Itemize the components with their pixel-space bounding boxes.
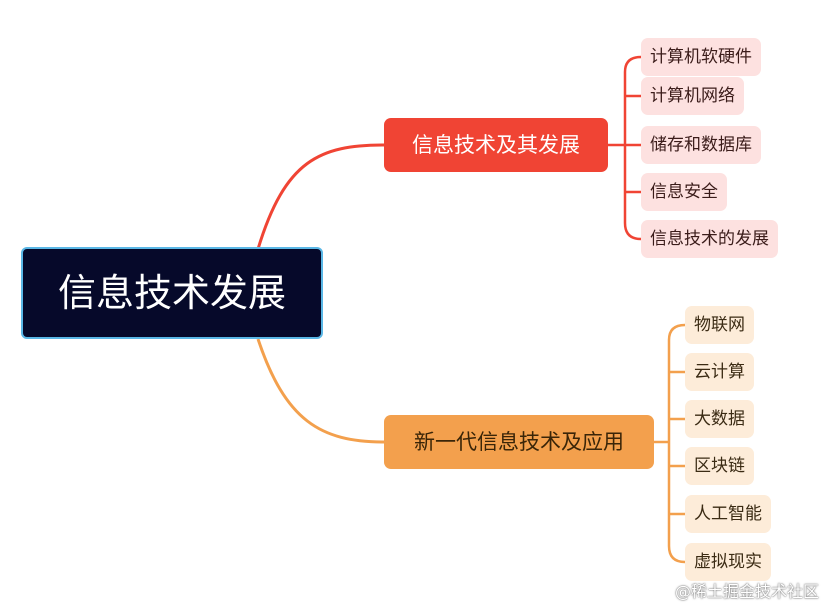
leaf-node-storage-database[interactable]: 储存和数据库 [641, 126, 761, 164]
connector-root-branch1 [256, 143, 385, 250]
leaf-node-computer-network[interactable]: 计算机网络 [641, 77, 744, 115]
root-node[interactable]: 信息技术发展 [21, 247, 323, 339]
connector-root-branch2 [256, 338, 385, 444]
leaf-node-information-security[interactable]: 信息安全 [641, 173, 727, 211]
leaf-node-iot[interactable]: 物联网 [685, 306, 754, 344]
branch-node-it-development[interactable]: 信息技术及其发展 [384, 118, 608, 172]
leaf-node-blockchain[interactable]: 区块链 [685, 447, 754, 485]
leaf-node-virtual-reality[interactable]: 虚拟现实 [685, 543, 771, 581]
connector-branch2-spine [667, 323, 686, 564]
leaf-node-computer-hardware-software[interactable]: 计算机软硬件 [641, 38, 761, 76]
connector-branch1-spine [623, 55, 642, 241]
leaf-node-cloud-computing[interactable]: 云计算 [685, 353, 754, 391]
branch-node-next-gen-it[interactable]: 新一代信息技术及应用 [384, 415, 654, 469]
leaf-node-ai[interactable]: 人工智能 [685, 495, 771, 533]
watermark-text: @稀土掘金技术社区 [674, 582, 819, 601]
leaf-node-big-data[interactable]: 大数据 [685, 400, 754, 438]
leaf-node-it-development[interactable]: 信息技术的发展 [641, 220, 778, 258]
